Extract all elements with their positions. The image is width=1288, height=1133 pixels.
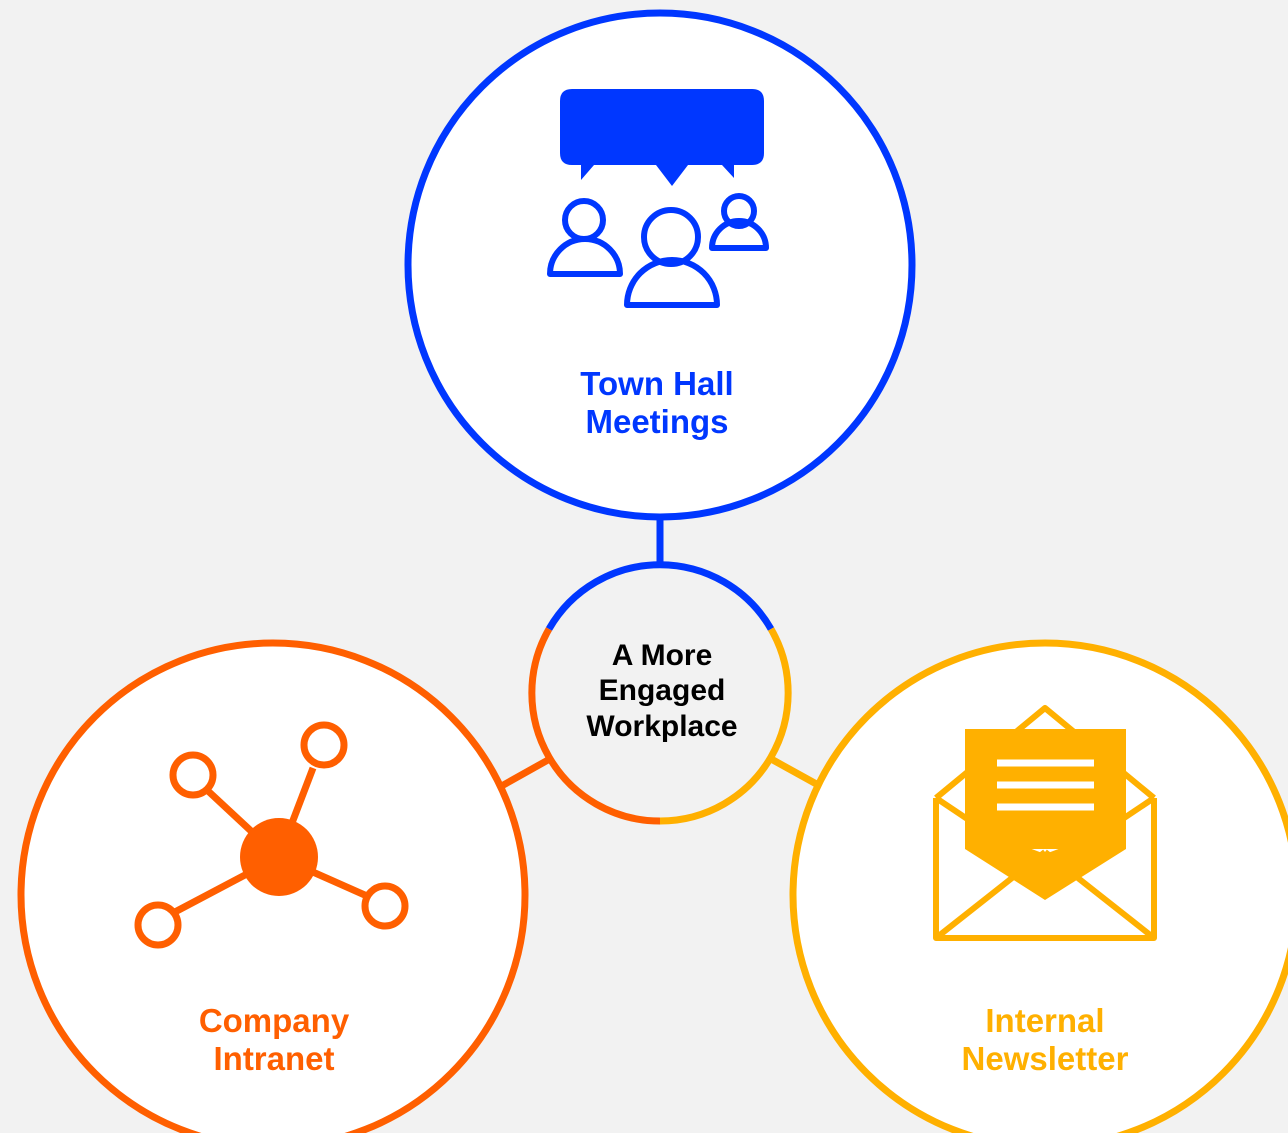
newsletter-label-line-2: Newsletter	[961, 1040, 1129, 1077]
town-hall-circle	[404, 9, 916, 521]
town-hall-label: Town Hall Meetings	[580, 365, 733, 441]
center-arc-orange	[528, 627, 661, 825]
connector-newsletter	[771, 756, 822, 790]
envelope-letter-icon	[933, 705, 1157, 941]
newsletter-label: Internal Newsletter	[962, 1002, 1129, 1078]
meeting-people-icon	[547, 89, 769, 308]
intranet-label: Company Intranet	[199, 1002, 349, 1078]
connector-intranet	[496, 756, 550, 792]
center-circle	[528, 561, 792, 825]
center-arc-yellow	[659, 627, 792, 825]
center-label-line-1: A More	[611, 638, 713, 672]
speech-bubble-shape	[560, 89, 764, 186]
center-label: A More Engaged Workplace	[586, 638, 737, 744]
newsletter-label-line-1: Internal	[985, 1002, 1105, 1040]
center-label-line-2: Engaged	[598, 674, 726, 708]
town-hall-label-line-1: Town Hall	[580, 365, 734, 403]
letter-sheet	[965, 729, 1126, 849]
network-hub	[240, 818, 318, 896]
center-arc-blue	[545, 561, 775, 631]
network-icon	[134, 721, 409, 949]
center-label-line-3: Workplace	[586, 709, 738, 743]
intranet-label-line-1: Company	[198, 1002, 350, 1040]
town-hall-label-line-2: Meetings	[585, 403, 729, 440]
intranet-label-line-2: Intranet	[213, 1040, 335, 1077]
